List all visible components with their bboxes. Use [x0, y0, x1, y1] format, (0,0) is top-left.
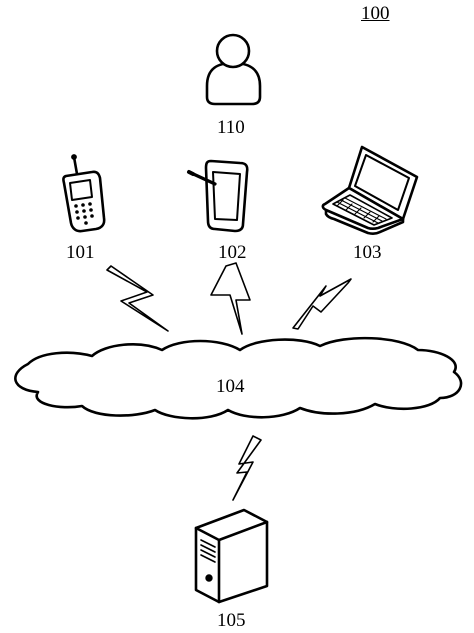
wireless-link-icon: [292, 278, 352, 330]
wireless-link-icon: [232, 435, 262, 501]
mobile-phone-label: 101: [66, 242, 95, 263]
figure-reference-label: 100: [361, 3, 390, 24]
laptop-label: 103: [353, 242, 382, 263]
tablet-icon: [187, 159, 249, 233]
user-label: 110: [217, 117, 245, 138]
cloud-icon: [14, 336, 463, 420]
tablet-label: 102: [218, 242, 247, 263]
wireless-link-icon: [210, 262, 251, 335]
network-label: 104: [216, 376, 245, 397]
server-icon: [194, 508, 269, 604]
user-icon: [205, 33, 262, 106]
wireless-link-icon: [106, 265, 169, 332]
mobile-phone-icon: [62, 154, 106, 233]
server-label: 105: [217, 610, 246, 631]
laptop-icon: [321, 145, 419, 235]
